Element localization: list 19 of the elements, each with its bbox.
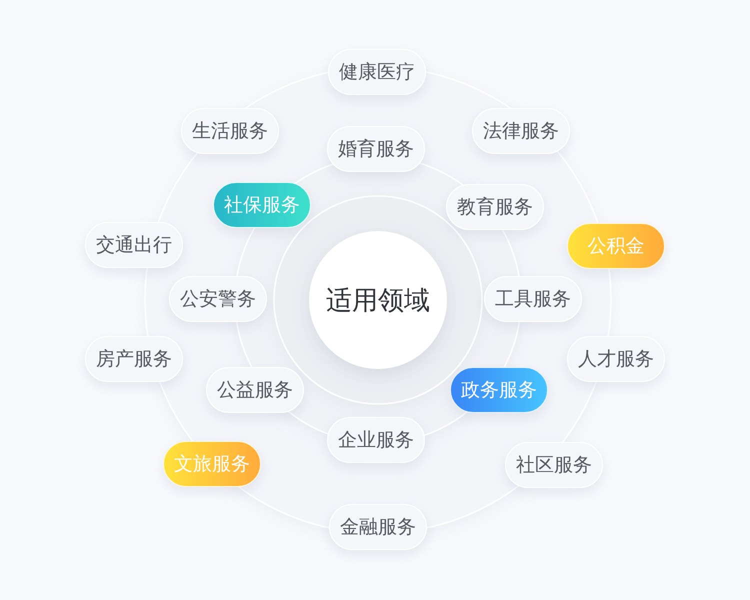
domain-tag: 健康医疗	[328, 49, 426, 95]
highlighted-tag: 社保服务	[213, 182, 311, 228]
domain-tag: 企业服务	[327, 417, 425, 463]
domain-tag: 公益服务	[206, 367, 304, 413]
domain-tag: 金融服务	[329, 504, 427, 550]
domain-tag: 工具服务	[484, 276, 582, 322]
highlighted-tag: 公积金	[567, 223, 665, 269]
domain-tag: 婚育服务	[327, 126, 425, 172]
domain-tag: 房产服务	[85, 336, 183, 382]
domain-tag: 人才服务	[567, 336, 665, 382]
domain-tag: 社区服务	[505, 442, 603, 488]
domain-tag: 公安警务	[169, 276, 267, 322]
domain-tag: 教育服务	[446, 184, 544, 230]
center-title: 适用领域	[326, 284, 430, 318]
domain-tag: 法律服务	[472, 108, 570, 154]
highlighted-tag: 政务服务	[450, 367, 548, 413]
domain-tag: 交通出行	[85, 222, 183, 268]
highlighted-tag: 文旅服务	[163, 441, 261, 487]
domain-tag: 生活服务	[181, 108, 279, 154]
